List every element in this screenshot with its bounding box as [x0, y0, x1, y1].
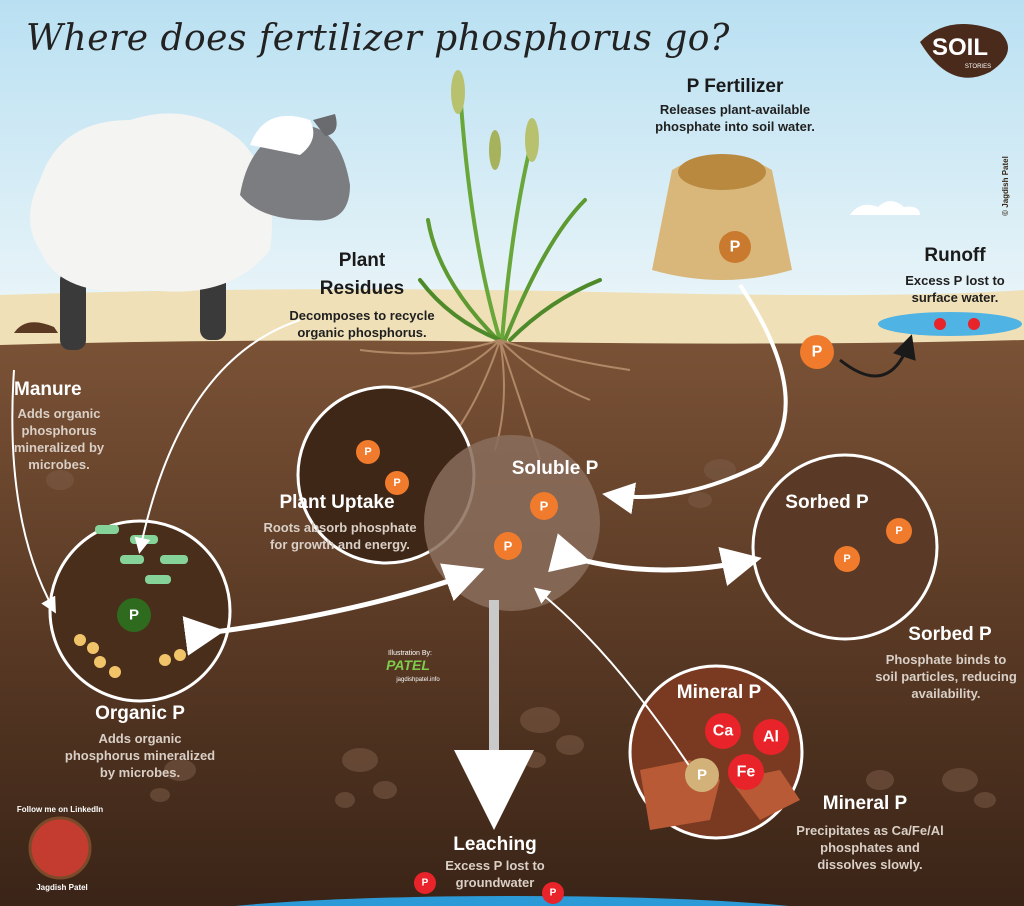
fe-marker	[728, 754, 764, 790]
arrow-fertilizer-to-soluble	[602, 283, 788, 515]
follow-text: Follow me on LinkedIn	[17, 805, 103, 814]
sorbed-p-label-2: P	[843, 553, 850, 565]
surface-p-marker-2	[968, 318, 980, 330]
al-marker	[753, 719, 789, 755]
mineral-p-desc-3: dissolves slowly.	[817, 857, 923, 872]
sorbed-p-circle-title: Sorbed P	[785, 492, 869, 513]
manure-desc-4: microbes.	[28, 457, 90, 472]
organic-p-marker	[117, 598, 151, 632]
mineral-p-desc-2: phosphates and	[820, 840, 920, 855]
author-avatar	[28, 816, 92, 880]
fe-label: Fe	[737, 764, 756, 781]
mineral-p-title: Mineral P	[822, 793, 908, 814]
surface-p-marker-1	[934, 318, 946, 330]
p-fertilizer-title: P Fertilizer	[686, 76, 784, 97]
groundwater-p-marker-1	[414, 872, 436, 894]
runoff-desc-1: Excess P lost to	[905, 273, 1005, 288]
credits-site: jagdishpatel.info	[395, 677, 440, 683]
soluble-p-marker-2	[494, 532, 522, 560]
soluble-p-label-2: P	[504, 539, 513, 554]
soluble-p-label-1: P	[540, 499, 549, 514]
groundwater-p-label-2: P	[550, 888, 557, 899]
copyright-text: © Jagdish Patel	[1001, 156, 1010, 216]
sorbed-p-desc-2: soil particles, reducing	[875, 669, 1017, 684]
uptake-p-label-1: P	[364, 446, 371, 458]
manure-desc-3: mineralized by	[13, 440, 105, 455]
mineral-p-circle-title: Mineral P	[676, 682, 762, 703]
organic-p-label: P	[129, 607, 139, 624]
runoff-title: Runoff	[924, 245, 986, 266]
arrow-mineral-to-soluble	[533, 587, 693, 771]
arrow-runoff	[839, 334, 916, 378]
logo-subtext: STORIES	[965, 64, 991, 70]
wheat-plant-illustration	[418, 70, 602, 342]
author-name: Jagdish Patel	[36, 883, 88, 892]
sorbed-p-label-1: P	[895, 525, 902, 537]
leaching-title: Leaching	[453, 834, 537, 855]
logo-text: SOIL	[932, 34, 988, 61]
manure-pile-illustration	[14, 322, 58, 333]
organic-p-desc-1: Adds organic	[98, 731, 182, 746]
soil-pebbles	[46, 459, 996, 808]
p-fertilizer-desc-2: phosphate into soil water.	[655, 119, 815, 134]
soluble-p-title: Soluble P	[511, 458, 599, 479]
credits-illustration-by: Illustration By:	[388, 650, 432, 657]
organic-p-desc-3: by microbes.	[99, 765, 181, 780]
sorbed-p-marker-1	[886, 518, 912, 544]
sheep-illustration	[30, 113, 350, 350]
manure-title: Manure	[14, 379, 82, 400]
arrow-manure-to-organic	[11, 369, 56, 614]
organic-p-desc-2: phosphorus mineralized	[64, 748, 216, 763]
groundwater-p-label-1: P	[422, 878, 429, 889]
leaching-desc-1: Excess P lost to	[445, 858, 545, 873]
runoff-p-marker	[800, 335, 834, 369]
fertilizer-bag-illustration	[652, 154, 792, 280]
ca-marker	[705, 713, 741, 749]
plant-residues-title-1: Plant	[338, 250, 386, 271]
soluble-p-marker-1	[530, 492, 558, 520]
mineral-p-desc-1: Precipitates as Ca/Fe/Al	[796, 823, 944, 838]
organic-p-title: Organic P	[95, 703, 185, 724]
arrow-soluble-sorbed	[548, 533, 762, 587]
plant-residues-desc-1: Decomposes to recycle	[289, 308, 435, 323]
manure-desc-2: phosphorus	[21, 423, 97, 438]
arrow-organic-soluble	[182, 563, 485, 656]
sorbed-p-title: Sorbed P	[908, 624, 992, 645]
surface-water	[878, 312, 1022, 336]
fertilizer-bag-p-label: P	[730, 239, 741, 256]
plant-uptake-title: Plant Uptake	[279, 492, 395, 513]
ca-label: Ca	[713, 723, 734, 740]
arrow-residues-to-organic	[134, 319, 301, 554]
soil-stories-logo: SOIL STORIES	[920, 24, 1008, 78]
sorbed-p-desc-1: Phosphate binds to	[885, 652, 1007, 667]
plant-uptake-desc-1: Roots absorb phosphate	[263, 520, 417, 535]
p-ion-markers	[117, 318, 980, 904]
credits-author-logo: PATEL	[386, 657, 430, 673]
mineral-p-label: P	[697, 767, 707, 784]
plant-residues-title-2: Residues	[319, 278, 405, 299]
groundwater	[235, 896, 789, 906]
plant-uptake-desc-2: for growth and energy.	[270, 537, 410, 552]
organic-granules-illustration	[74, 634, 186, 678]
uptake-p-marker-1	[356, 440, 380, 464]
al-label: Al	[763, 729, 779, 746]
leaching-desc-2: groundwater	[455, 875, 535, 890]
sorbed-p-marker-2	[834, 546, 860, 572]
runoff-p-label: P	[812, 344, 823, 361]
p-fertilizer-desc-1: Releases plant-available	[659, 102, 811, 117]
cloud	[850, 201, 920, 215]
uptake-p-marker-2	[385, 471, 409, 495]
page-title: Where does fertilizer phosphorus go?	[26, 18, 730, 59]
mineral-p-marker	[685, 758, 719, 792]
runoff-desc-2: surface water.	[911, 290, 999, 305]
groundwater-p-marker-2	[542, 882, 564, 904]
plant-residues-desc-2: organic phosphorus.	[297, 325, 427, 340]
manure-desc-1: Adds organic	[17, 406, 101, 421]
sorbed-p-desc-3: availability.	[911, 686, 981, 701]
uptake-p-label-2: P	[393, 477, 400, 489]
